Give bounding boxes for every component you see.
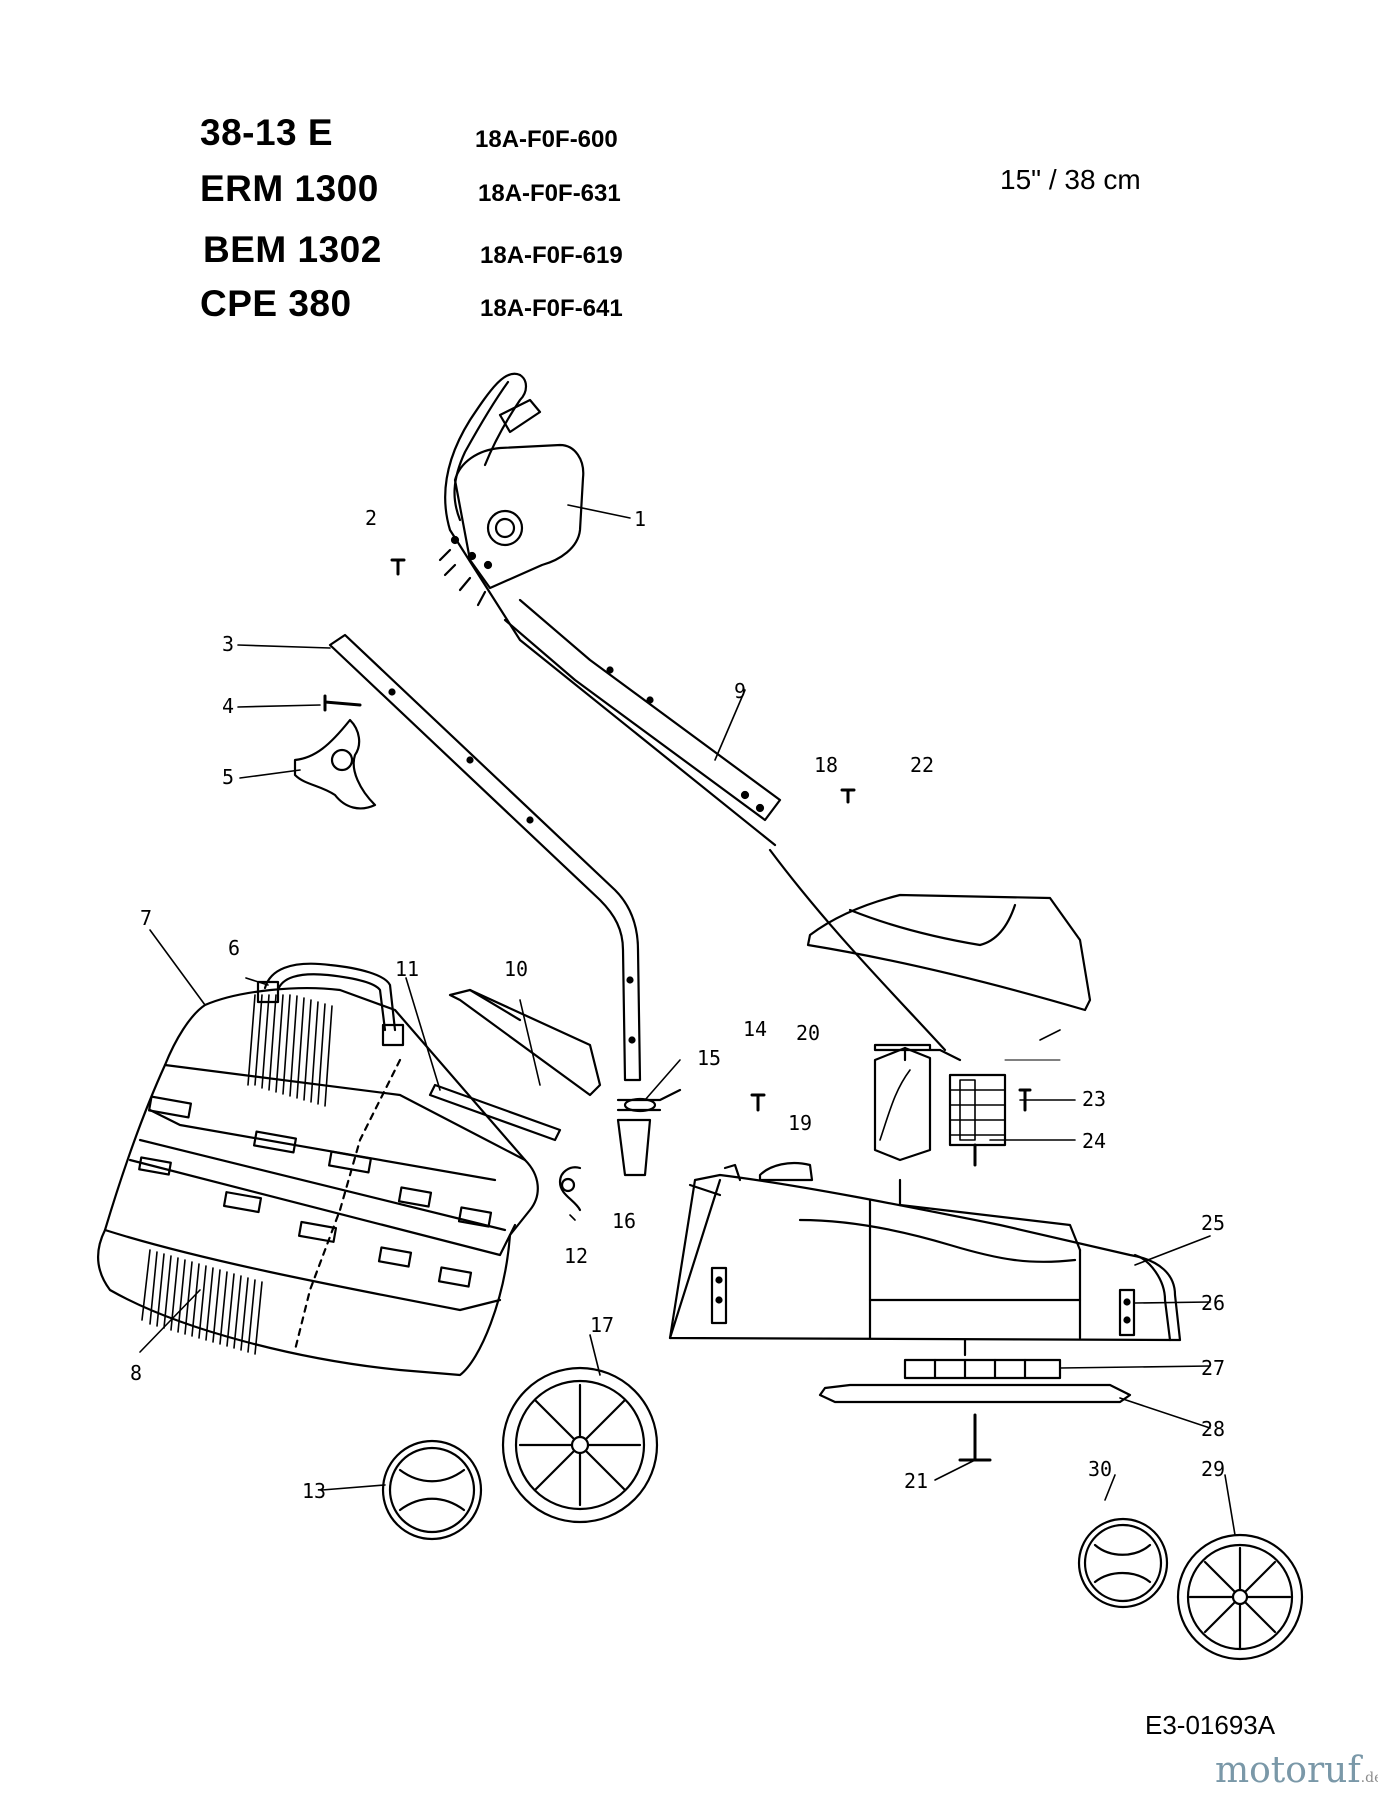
callout-6: 6 — [228, 936, 240, 960]
callout-17: 17 — [590, 1313, 614, 1337]
model-part-number-3: 18A-F0F-619 — [480, 242, 623, 269]
callout-26: 26 — [1201, 1291, 1225, 1315]
callout-19: 19 — [788, 1111, 812, 1135]
bolt-icon — [958, 1413, 992, 1462]
callout-7: 7 — [140, 906, 152, 930]
model-name-2: ERM 1300 — [200, 168, 379, 209]
switch-knob — [486, 509, 524, 547]
grass-catcher-icon — [96, 987, 539, 1377]
watermark-text: motoruf — [1215, 1750, 1361, 1791]
blade-icon — [818, 1383, 1132, 1404]
catcher-rail — [428, 1083, 562, 1142]
callout-25: 25 — [1201, 1211, 1225, 1235]
model-part-number-2: 18A-F0F-631 — [478, 180, 621, 207]
handle-tube — [503, 598, 947, 1052]
callout-10: 10 — [504, 957, 528, 981]
spring-clip — [558, 1166, 582, 1212]
switch-box — [453, 443, 585, 590]
hubcap-icon — [1077, 1517, 1169, 1609]
callout-9: 9 — [734, 679, 746, 703]
callout-16: 16 — [612, 1209, 636, 1233]
bolt-icon — [323, 694, 362, 712]
callout-12: 12 — [564, 1244, 588, 1268]
callout-numbers: 1 2 3 4 5 6 7 8 9 10 11 12 13 14 15 16 1… — [130, 506, 1225, 1503]
upper-handle — [438, 372, 777, 847]
callout-20: 20 — [796, 1021, 820, 1045]
rear-flap — [806, 893, 1092, 1012]
callout-30: 30 — [1088, 1457, 1112, 1481]
callout-1: 1 — [634, 507, 646, 531]
model-part-number-1: 18A-F0F-600 — [475, 126, 618, 153]
callout-27: 27 — [1201, 1356, 1225, 1380]
callout-24: 24 — [1082, 1129, 1106, 1153]
bolt-icon — [750, 1093, 766, 1112]
model-name-1: 38-13 E — [200, 112, 334, 153]
motor-switch-icon — [948, 1073, 1007, 1167]
document-reference: E3-01693A — [1145, 1710, 1276, 1740]
model-name-4: CPE 380 — [200, 283, 352, 324]
watermark-logo: motoruf.de — [1215, 1750, 1378, 1791]
bolt-icon — [840, 788, 856, 804]
deck-size-label: 15" / 38 cm — [1000, 164, 1141, 195]
fan-impeller — [903, 1338, 1062, 1380]
callout-22: 22 — [910, 753, 934, 777]
callout-4: 4 — [222, 694, 234, 718]
callout-28: 28 — [1201, 1417, 1225, 1441]
callout-5: 5 — [222, 765, 234, 789]
star-knob — [293, 718, 377, 810]
callout-3: 3 — [222, 632, 234, 656]
wheel-icon — [1176, 1533, 1304, 1661]
callout-2: 2 — [365, 506, 377, 530]
bolt-icon — [390, 558, 406, 576]
callout-8: 8 — [130, 1361, 142, 1385]
watermark-suffix: .de — [1360, 1770, 1378, 1786]
callout-29: 29 — [1201, 1457, 1225, 1481]
callout-14: 14 — [743, 1017, 767, 1041]
mower-deck-icon — [668, 1161, 1182, 1342]
handle-clamp — [616, 1088, 682, 1113]
callout-11: 11 — [395, 957, 419, 981]
model-part-number-4: 18A-F0F-641 — [480, 295, 623, 322]
callout-21: 21 — [904, 1469, 928, 1493]
catcher-carry-handle — [256, 962, 405, 1047]
callout-23: 23 — [1082, 1087, 1106, 1111]
model-name-3: BEM 1302 — [203, 229, 382, 270]
wheel-icon — [501, 1366, 659, 1524]
handle-sleeve — [616, 1118, 652, 1177]
hubcap-icon — [381, 1439, 483, 1541]
deflector-flap — [448, 988, 602, 1097]
callout-leaders — [139, 504, 1236, 1536]
lower-handle — [328, 633, 642, 1082]
callout-18: 18 — [814, 753, 838, 777]
callout-15: 15 — [697, 1046, 721, 1070]
callout-13: 13 — [302, 1479, 326, 1503]
capacitor-box — [873, 1043, 962, 1162]
